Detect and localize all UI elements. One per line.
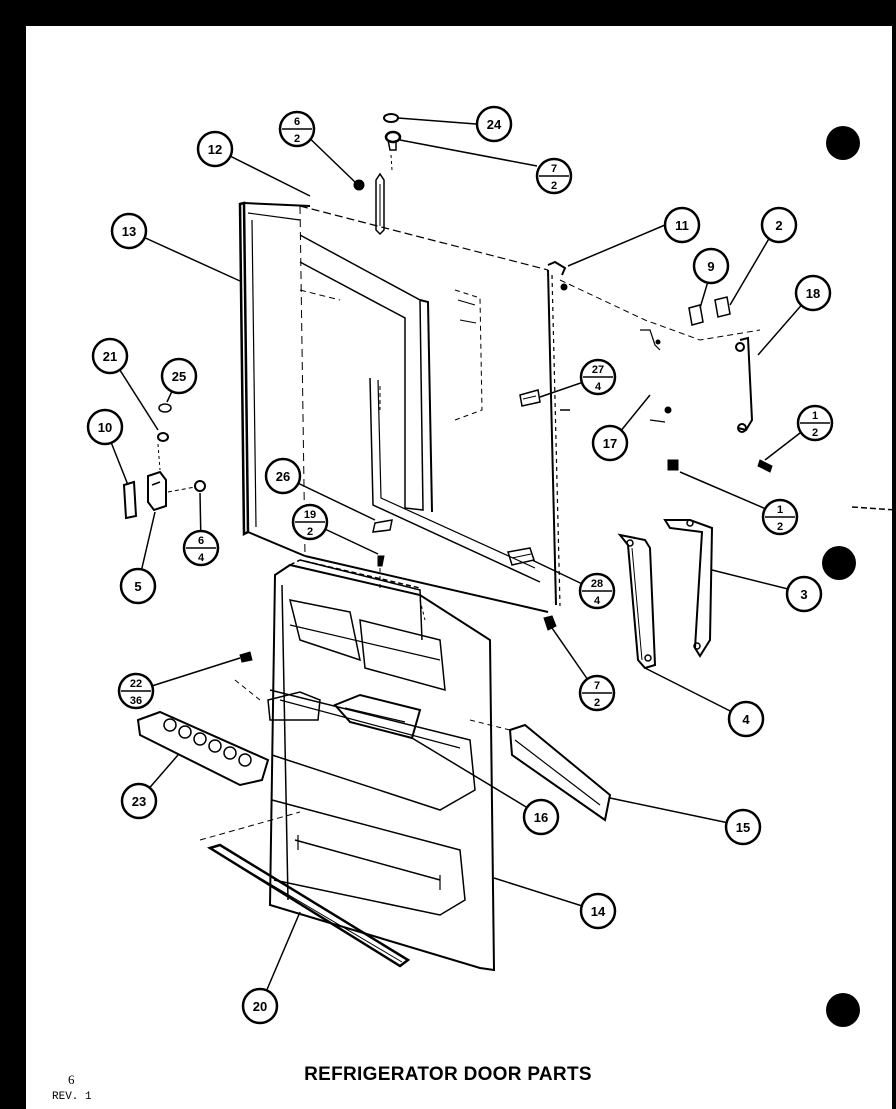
callout-12: 12 — [196, 130, 234, 168]
callout-text-top: 1 — [812, 410, 818, 422]
callout-25: 25 — [160, 357, 198, 395]
callout-3: 3 — [785, 575, 823, 613]
callout-text: 23 — [132, 794, 146, 809]
hinge-brackets — [617, 519, 714, 670]
callout-2: 2 — [760, 206, 798, 244]
callout-text-bottom: 2 — [812, 427, 818, 439]
callout-text-bottom: 2 — [307, 526, 313, 538]
drawing-sheet — [26, 26, 892, 1109]
callout-text: 26 — [276, 469, 290, 484]
punch-hole-middle — [822, 546, 856, 580]
callout-text: 5 — [134, 579, 141, 594]
callout-26: 26 — [264, 457, 302, 495]
callout-text-top: 1 — [777, 504, 783, 516]
door-inner-liner — [268, 559, 496, 972]
callout-text: 10 — [98, 420, 112, 435]
callout-text-top: 6 — [294, 116, 300, 128]
callout-1-2b: 1 2 — [761, 498, 799, 536]
callout-text-top: 7 — [594, 680, 600, 692]
callout-27-4: 27 4 — [579, 358, 617, 396]
callout-4: 4 — [727, 700, 765, 738]
callout-text: 12 — [208, 142, 222, 157]
callout-text: 3 — [800, 587, 807, 602]
punch-hole-bottom — [826, 993, 860, 1027]
bottom-trim-strip — [199, 811, 411, 968]
egg-tray — [136, 651, 270, 787]
callout-text: 20 — [253, 999, 267, 1014]
callout-text-top: 6 — [198, 535, 204, 547]
callout-21: 21 — [91, 337, 129, 375]
callout-text: 11 — [675, 218, 689, 233]
callout-text: 18 — [806, 286, 820, 301]
callout-text: 14 — [591, 904, 606, 919]
callout-1-2a: 1 2 — [796, 404, 834, 442]
dairy-bin — [267, 691, 422, 740]
callout-9: 9 — [692, 247, 730, 285]
callout-20: 20 — [241, 987, 279, 1025]
callout-text-bottom: 2 — [551, 180, 557, 192]
callout-text: 15 — [736, 820, 750, 835]
callout-text: 4 — [742, 712, 750, 727]
callout-text-top: 22 — [130, 678, 142, 690]
callout-text-top: 19 — [304, 509, 316, 521]
hinge-hardware-right — [372, 296, 773, 631]
callout-24: 24 — [475, 105, 513, 143]
callout-text: 17 — [603, 436, 617, 451]
callout-28-4: 28 4 — [578, 572, 616, 610]
handle-bracket-assembly — [122, 403, 206, 520]
callout-7-2a: 7 2 — [535, 157, 573, 195]
revision-label: REV. 1 — [52, 1091, 92, 1103]
callout-15: 15 — [724, 808, 762, 846]
callout-16: 16 — [522, 798, 560, 836]
callout-text: 21 — [103, 349, 117, 364]
callout-text-bottom: 4 — [198, 552, 205, 564]
door-outer-panel — [238, 201, 761, 613]
callout-19-2: 19 2 — [291, 503, 329, 541]
callout-6-4: 6 4 — [182, 529, 220, 567]
callout-7-2b: 7 2 — [578, 674, 616, 712]
callout-18: 18 — [794, 274, 832, 312]
callout-14: 14 — [579, 892, 617, 930]
callout-text: 2 — [775, 218, 782, 233]
callout-13: 13 — [110, 212, 148, 250]
callout-6-2: 6 2 — [278, 110, 316, 148]
callout-text-bottom: 2 — [594, 697, 600, 709]
callout-text: 16 — [534, 810, 548, 825]
callout-text-bottom: 4 — [595, 381, 602, 393]
callout-text-top: 28 — [591, 578, 603, 590]
callout-text-bottom: 2 — [777, 521, 783, 533]
callout-text-bottom: 2 — [294, 133, 300, 145]
callout-text: 9 — [707, 259, 714, 274]
callout-10: 10 — [86, 408, 124, 446]
callout-23: 23 — [120, 782, 158, 820]
callout-text: 24 — [487, 117, 502, 132]
callout-text-top: 27 — [592, 364, 604, 376]
page-title: REFRIGERATOR DOOR PARTS — [304, 1064, 592, 1085]
callout-text: 25 — [172, 369, 186, 384]
callout-5: 5 — [119, 567, 157, 605]
hinge-pin-assembly — [353, 113, 402, 236]
shelf-channel — [469, 719, 612, 822]
callout-text-bottom: 36 — [130, 695, 142, 707]
callout-17: 17 — [591, 424, 629, 462]
callout-text-bottom: 4 — [594, 595, 601, 607]
callout-11: 11 — [663, 206, 701, 244]
callout-22-36: 22 36 — [117, 672, 155, 710]
callout-text: 13 — [122, 224, 136, 239]
page-number: 6 — [68, 1072, 75, 1087]
callout-text-top: 7 — [551, 163, 557, 175]
punch-hole-top — [826, 126, 860, 160]
